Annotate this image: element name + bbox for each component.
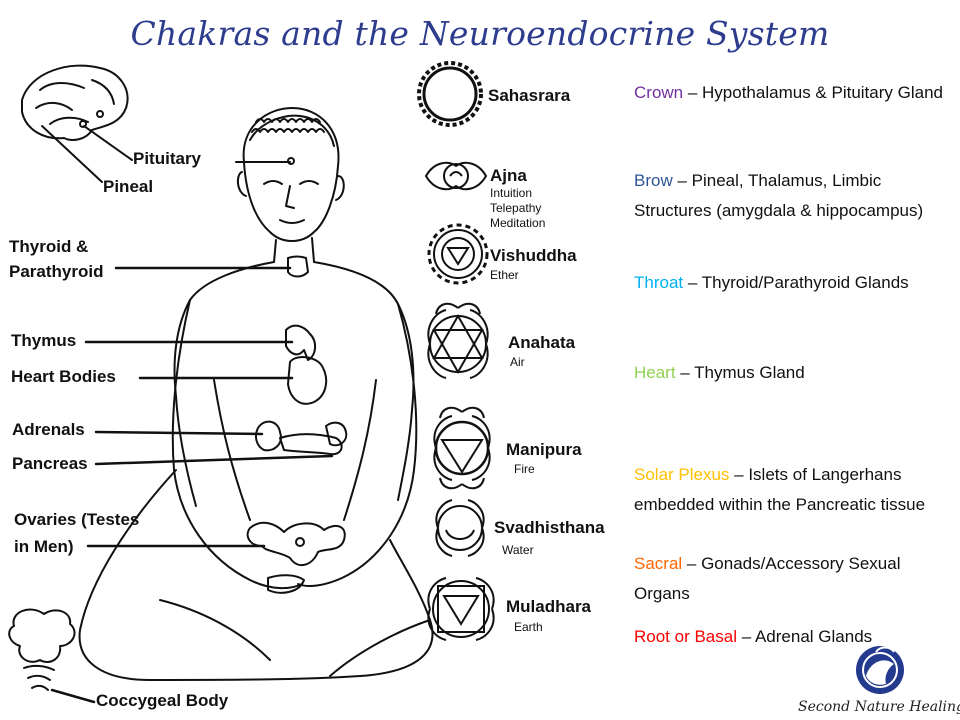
manipura-sub-fire: Fire — [514, 462, 535, 476]
chakra-name-vishuddha: Vishuddha — [490, 246, 577, 265]
ajna-sub-meditation: Meditation — [490, 216, 546, 230]
desc-brow-text: – Pineal, Thalamus, Limbic Structures (a… — [634, 171, 924, 220]
adrenal-right-shape — [325, 421, 348, 447]
svadhisthana-symbol — [435, 499, 485, 557]
desc-heart-key: Heart — [634, 363, 676, 382]
desc-heart-text: – Thymus Gland — [675, 363, 805, 382]
chakra-name-sahasrara: Sahasrara — [488, 86, 571, 105]
thymus-shape — [285, 324, 316, 361]
chakra-symbols — [417, 61, 495, 641]
desc-crown-text: – Hypothalamus & Pituitary Gland — [683, 83, 943, 102]
thyroid-shape — [287, 255, 309, 278]
desc-throat-key: Throat — [634, 273, 684, 292]
desc-throat: Throat – Thyroid/Parathyroid Glands — [634, 268, 956, 298]
label-thyroid: Thyroid & — [9, 237, 89, 256]
label-pituitary: Pituitary — [133, 149, 202, 168]
chakra-name-manipura: Manipura — [506, 440, 582, 459]
chakra-name-muladhara: Muladhara — [506, 597, 592, 616]
pineal-pointer-line — [41, 125, 103, 183]
desc-root: Root or Basal – Adrenal Glands — [634, 622, 956, 652]
anahata-symbol — [427, 302, 489, 379]
desc-sacral-key: Sacral — [634, 554, 683, 573]
pancreas-pointer-line — [94, 454, 334, 466]
desc-solar-plexus-key: Solar Plexus — [634, 465, 730, 484]
desc-brow: Brow – Pineal, Thalamus, Limbic Structur… — [634, 166, 956, 226]
desc-crown: Crown – Hypothalamus & Pituitary Gland — [634, 78, 956, 108]
head-drawing — [236, 107, 345, 242]
label-pineal: Pineal — [103, 177, 154, 196]
desc-solar-plexus-text: – Islets of Langerhans embedded within t… — [634, 465, 926, 514]
brand-name: Second Nature Healing — [798, 699, 960, 715]
sahasrara-symbol — [417, 61, 483, 127]
label-parathyroid: Parathyroid — [9, 262, 104, 281]
brain-drawing — [21, 64, 129, 141]
chakra-name-ajna: Ajna — [490, 166, 527, 185]
adrenal-left-shape — [255, 420, 282, 452]
pancreas-shape — [279, 433, 343, 456]
desc-throat-text: – Thyroid/Parathyroid Glands — [683, 273, 909, 292]
muladhara-symbol — [427, 577, 495, 641]
desc-sacral: Sacral – Gonads/Accessory Sexual Organs — [634, 549, 956, 609]
desc-sacral-text: – Gonads/Accessory Sexual Organs — [634, 554, 901, 603]
ajna-sub-intuition: Intuition — [490, 186, 533, 200]
ovaries-shape — [246, 521, 346, 567]
adrenals-pointer-line — [94, 430, 264, 436]
desc-solar-plexus: Solar Plexus – Islets of Langerhans embe… — [634, 460, 956, 520]
manipura-symbol — [433, 406, 491, 490]
vishuddha-sub-ether: Ether — [490, 268, 519, 282]
desc-brow-key: Brow — [634, 171, 673, 190]
page-title: Chakras and the Neuroendocrine System — [130, 14, 830, 53]
desc-crown-key: Crown — [634, 83, 684, 102]
label-coccygeal-body: Coccygeal Body — [96, 691, 229, 710]
label-adrenals: Adrenals — [12, 420, 85, 439]
desc-root-key: Root or Basal — [634, 627, 737, 646]
desc-root-text: – Adrenal Glands — [737, 627, 873, 646]
label-thymus: Thymus — [11, 331, 77, 350]
ajna-sub-telepathy: Telepathy — [490, 201, 542, 215]
torso-drawing — [78, 237, 434, 681]
label-ovaries: Ovaries (Testes — [14, 510, 140, 529]
brand-logo — [856, 646, 904, 694]
anahata-sub-air: Air — [510, 355, 525, 369]
vishuddha-symbol — [427, 223, 489, 285]
ajna-symbol — [424, 161, 488, 191]
chakra-name-svadhisthana: Svadhisthana — [494, 518, 605, 537]
heart-bodies-shape — [287, 356, 328, 405]
svadhisthana-sub-water: Water — [502, 543, 534, 557]
chakra-name-anahata: Anahata — [508, 333, 576, 352]
muladhara-sub-earth: Earth — [514, 620, 543, 634]
desc-heart: Heart – Thymus Gland — [634, 358, 956, 388]
coccygeal-body-shape — [8, 608, 76, 691]
label-in-men: in Men) — [14, 537, 74, 556]
label-pointer-lines — [50, 266, 334, 704]
label-heart-bodies: Heart Bodies — [11, 367, 116, 386]
label-pancreas: Pancreas — [12, 454, 88, 473]
pituitary-pointer-line — [83, 125, 133, 161]
coccygeal-pointer-line — [50, 688, 96, 704]
